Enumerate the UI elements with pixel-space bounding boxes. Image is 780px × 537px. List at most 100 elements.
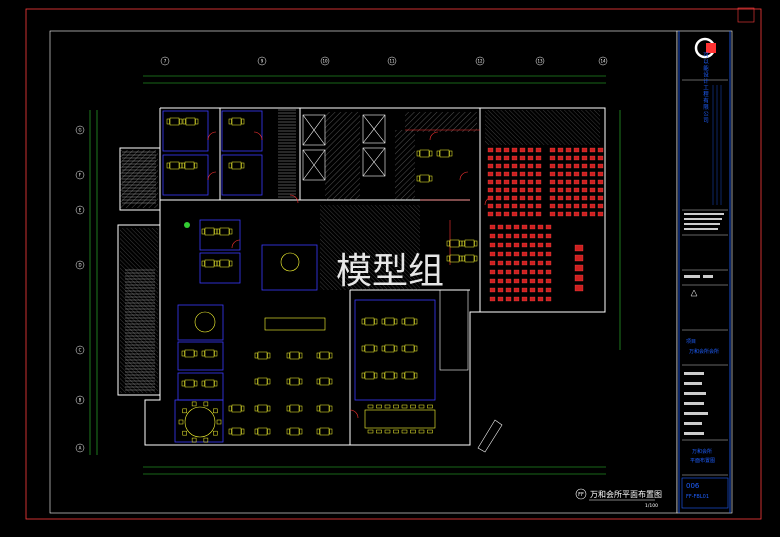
chair — [374, 318, 378, 325]
auditorium-seat — [589, 187, 596, 193]
auditorium-seat — [505, 296, 512, 302]
auditorium-seat — [535, 163, 542, 169]
auditorium-seat — [511, 171, 518, 177]
auditorium-seat — [545, 251, 552, 257]
auditorium-seat — [549, 171, 556, 177]
chair — [228, 118, 232, 125]
table — [404, 371, 415, 380]
watermark-text: 模型组 — [336, 251, 444, 292]
auditorium-seat — [557, 171, 564, 177]
table — [185, 117, 196, 126]
auditorium-seat — [521, 233, 528, 239]
chair — [201, 260, 205, 267]
auditorium-seat — [557, 211, 564, 217]
chair — [461, 240, 465, 247]
auditorium-seat — [565, 155, 572, 161]
auditorium-seat — [487, 187, 494, 193]
auditorium-seat — [545, 278, 552, 284]
chair — [381, 345, 385, 352]
auditorium-seat — [597, 179, 604, 185]
auditorium-seat — [581, 195, 588, 201]
chair — [166, 118, 170, 125]
table — [404, 317, 415, 326]
auditorium-seat — [513, 269, 520, 275]
table — [219, 227, 230, 236]
auditorium-seat — [535, 203, 542, 209]
round-tables — [184, 252, 300, 438]
grid-label-top: 14 — [600, 59, 606, 64]
chair — [427, 404, 433, 409]
table — [204, 227, 215, 236]
chair — [182, 118, 186, 125]
chair — [216, 228, 220, 235]
chair — [361, 372, 365, 379]
auditorium-seat — [565, 187, 572, 193]
auditorium-seat — [597, 147, 604, 153]
auditorium-seat — [537, 278, 544, 284]
auditorium-seat — [565, 171, 572, 177]
auditorium-seat — [537, 296, 544, 302]
auditorium-seat — [565, 203, 572, 209]
table — [464, 254, 475, 263]
auditorium-seat — [489, 251, 496, 257]
auditorium-seat — [535, 195, 542, 201]
chair — [228, 162, 232, 169]
table — [384, 344, 395, 353]
auditorium-seat — [581, 187, 588, 193]
chair — [214, 350, 218, 357]
auditorium-seat — [495, 179, 502, 185]
chair — [181, 350, 185, 357]
chair — [401, 318, 405, 325]
chair — [416, 150, 420, 157]
auditorium-seat — [545, 242, 552, 248]
auditorium-seat — [545, 224, 552, 230]
grid-label-left: C — [79, 348, 82, 353]
project-name: 万和会所会所 — [689, 348, 719, 355]
auditorium-seat — [529, 278, 536, 284]
auditorium-seat — [565, 195, 572, 201]
grid-label-top: 12 — [477, 59, 483, 64]
chair — [393, 404, 399, 409]
auditorium-seat — [505, 287, 512, 293]
chair — [299, 405, 303, 412]
auditorium-seat — [519, 203, 526, 209]
auditorium-seat — [537, 224, 544, 230]
auditorium-seat — [529, 296, 536, 302]
auditorium-seat — [574, 264, 584, 272]
auditorium-seat — [549, 195, 556, 201]
chair — [410, 404, 416, 409]
chair — [286, 405, 290, 412]
company-name: 可以能设计工程有限公司 — [702, 52, 709, 124]
chair — [414, 345, 418, 352]
auditorium-seating — [487, 147, 604, 302]
chair — [401, 372, 405, 379]
auditorium-seat — [503, 147, 510, 153]
auditorium-seat — [511, 195, 518, 201]
chair — [401, 404, 408, 409]
chair — [203, 437, 209, 443]
auditorium-seat — [521, 224, 528, 230]
chair — [194, 162, 198, 169]
sheet-code: FF-FBL01 — [686, 494, 709, 500]
auditorium-seat — [527, 203, 534, 209]
table — [449, 254, 460, 263]
auditorium-seat — [489, 278, 496, 284]
chair — [376, 404, 382, 409]
auditorium-seat — [519, 163, 526, 169]
auditorium-seat — [503, 179, 510, 185]
table — [231, 161, 242, 170]
auditorium-seat — [489, 296, 496, 302]
chair — [254, 428, 258, 435]
chair — [414, 372, 418, 379]
auditorium-seat — [529, 269, 536, 275]
auditorium-seat — [505, 260, 512, 266]
chair — [429, 175, 433, 182]
chair — [416, 175, 420, 182]
auditorium-seat — [527, 179, 534, 185]
chair — [213, 430, 218, 436]
table — [231, 427, 242, 436]
chair — [179, 118, 183, 125]
chair — [286, 352, 290, 359]
auditorium-seat — [505, 224, 512, 230]
auditorium-seat — [503, 187, 510, 193]
